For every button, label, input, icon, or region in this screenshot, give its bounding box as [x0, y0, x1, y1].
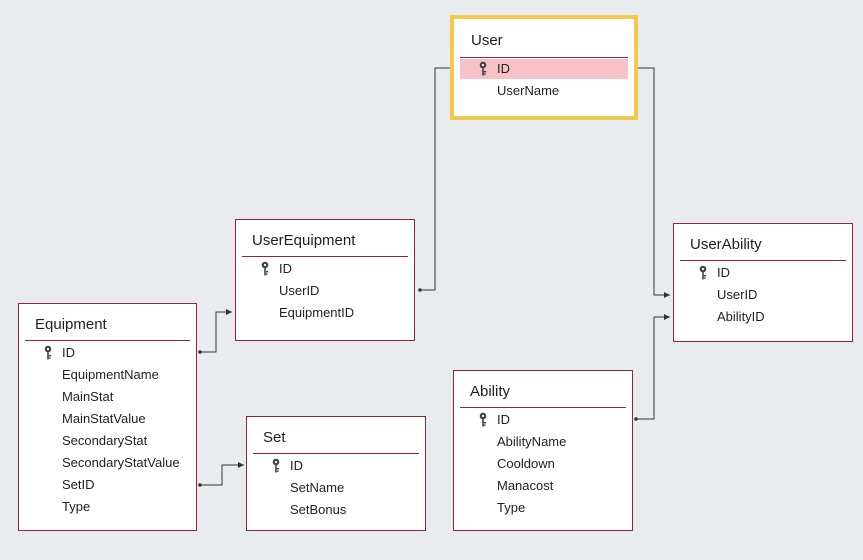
- field-id[interactable]: ID: [460, 410, 626, 430]
- relation-equipment-userequipment: [200, 311, 232, 353]
- key-icon: [479, 61, 487, 76]
- key-icon: [44, 345, 52, 360]
- table-title: Equipment: [35, 316, 107, 333]
- field-username[interactable]: UserName: [460, 81, 628, 101]
- table-equipment[interactable]: Equipment ID EquipmentName MainStat Main…: [18, 303, 197, 531]
- field-userid[interactable]: UserID: [242, 281, 408, 301]
- field-setid[interactable]: SetID: [25, 475, 190, 495]
- table-title: Set: [263, 429, 286, 446]
- field-label: ID: [497, 61, 510, 76]
- field-abilityname[interactable]: AbilityName: [460, 432, 626, 452]
- field-equipmentid[interactable]: EquipmentID: [242, 303, 408, 323]
- field-secondarystatvalue[interactable]: SecondaryStatValue: [25, 453, 190, 473]
- field-label: SecondaryStatValue: [62, 455, 180, 470]
- field-label: ID: [497, 412, 510, 427]
- table-userability[interactable]: UserAbility ID UserID AbilityID: [673, 223, 853, 342]
- table-user[interactable]: User ID UserName: [450, 15, 638, 120]
- divider: [460, 57, 628, 58]
- field-label: SetID: [62, 477, 95, 492]
- field-setbonus[interactable]: SetBonus: [253, 500, 419, 520]
- table-title: Ability: [470, 383, 511, 400]
- field-secondarystat[interactable]: SecondaryStat: [25, 431, 190, 451]
- field-label: ID: [717, 265, 730, 280]
- field-cooldown[interactable]: Cooldown: [460, 454, 626, 474]
- field-setname[interactable]: SetName: [253, 478, 419, 498]
- field-label: UserName: [497, 83, 560, 98]
- field-type[interactable]: Type: [460, 498, 626, 518]
- field-label: ID: [290, 458, 303, 473]
- field-abilityid[interactable]: AbilityID: [680, 307, 846, 327]
- field-label: UserID: [717, 287, 758, 302]
- field-label: SecondaryStat: [62, 433, 148, 448]
- table-ability[interactable]: Ability ID AbilityName Cooldown Manacost…: [453, 370, 633, 531]
- field-label: Cooldown: [497, 456, 555, 471]
- field-label: Type: [62, 499, 91, 514]
- key-icon: [699, 265, 707, 280]
- table-title: UserEquipment: [252, 232, 356, 249]
- field-id[interactable]: ID: [680, 263, 846, 283]
- field-label: AbilityID: [717, 309, 765, 324]
- table-userequipment[interactable]: UserEquipment ID UserID EquipmentID: [235, 219, 415, 341]
- key-icon: [261, 261, 269, 276]
- divider: [680, 260, 846, 261]
- field-label: Type: [497, 500, 526, 515]
- divider: [253, 453, 419, 454]
- field-label: MainStatValue: [62, 411, 146, 426]
- field-userid[interactable]: UserID: [680, 285, 846, 305]
- relation-user-userequipment: [420, 67, 454, 291]
- field-id[interactable]: ID: [253, 456, 419, 476]
- key-icon: [479, 412, 487, 427]
- relation-equipment-set: [200, 464, 244, 486]
- field-id[interactable]: ID: [25, 343, 190, 363]
- field-label: SetName: [290, 480, 345, 495]
- field-mainstat[interactable]: MainStat: [25, 387, 190, 407]
- field-type[interactable]: Type: [25, 497, 190, 517]
- field-manacost[interactable]: Manacost: [460, 476, 626, 496]
- field-label: ID: [279, 261, 292, 276]
- field-label: ID: [62, 345, 75, 360]
- field-mainstatvalue[interactable]: MainStatValue: [25, 409, 190, 429]
- relation-user-userability: [636, 67, 670, 296]
- field-label: Manacost: [497, 478, 554, 493]
- key-icon: [272, 458, 280, 473]
- field-id[interactable]: ID: [460, 59, 628, 79]
- field-label: EquipmentName: [62, 367, 159, 382]
- field-label: MainStat: [62, 389, 114, 404]
- divider: [460, 407, 626, 408]
- field-id[interactable]: ID: [242, 259, 408, 279]
- table-title: User: [471, 32, 503, 49]
- field-label: AbilityName: [497, 434, 567, 449]
- field-label: UserID: [279, 283, 320, 298]
- table-title: UserAbility: [690, 236, 762, 253]
- divider: [25, 340, 190, 341]
- divider: [242, 256, 408, 257]
- field-label: EquipmentID: [279, 305, 355, 320]
- field-label: SetBonus: [290, 502, 347, 517]
- relation-ability-userability: [636, 316, 670, 420]
- field-equipmentname[interactable]: EquipmentName: [25, 365, 190, 385]
- table-set[interactable]: Set ID SetName SetBonus: [246, 416, 426, 531]
